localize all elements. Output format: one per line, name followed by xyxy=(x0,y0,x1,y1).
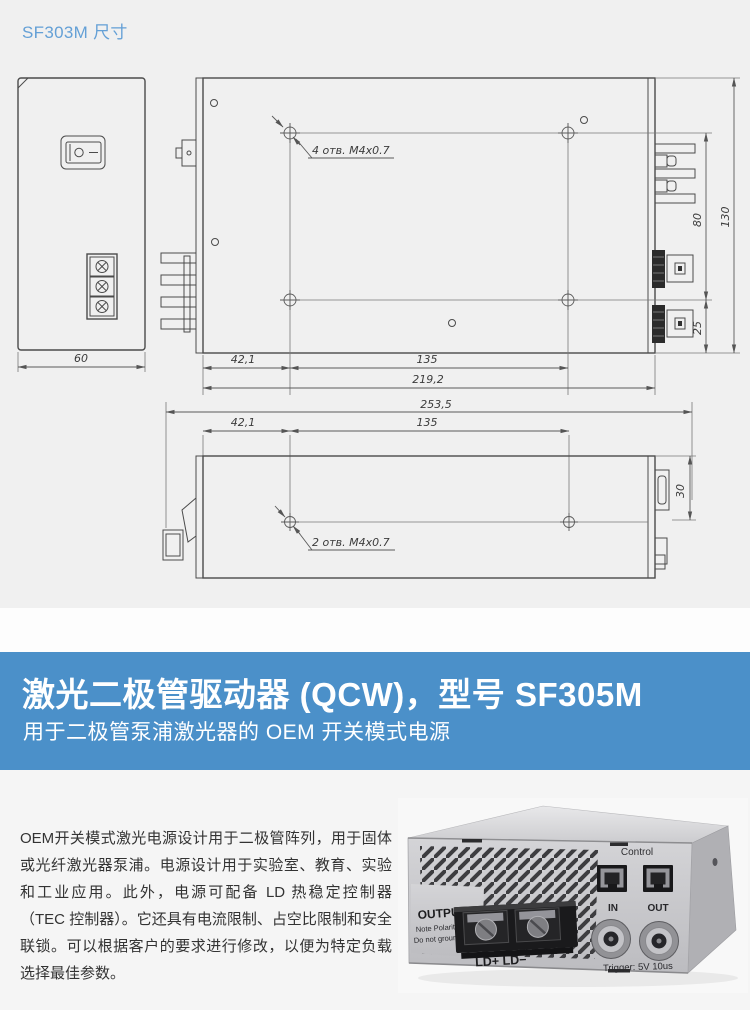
dim-top-offset-x: 42,1 xyxy=(231,353,256,366)
top-bottom-dimensions: 42,1 135 219,2 xyxy=(202,353,656,395)
dim-side-offset-x: 42,1 xyxy=(231,416,256,429)
do-not-ground-label: Do not groun xyxy=(414,933,458,945)
bnc-connector-top-1 xyxy=(652,250,694,288)
side-top-dimensions: 42,1 135 xyxy=(202,416,570,516)
side-view: 253,5 42,1 135 xyxy=(162,398,696,579)
side-panel-height-dimension: 30 xyxy=(655,455,696,521)
photo-shadow xyxy=(418,969,738,987)
product-description: OEM开关模式激光电源设计用于二极管阵列，用于固体或光纤激光器泵浦。电源设计用于… xyxy=(20,830,392,982)
terminal-block-front xyxy=(86,253,118,320)
side-mounting-holes: 2 отв. M4x0.7 xyxy=(274,505,648,551)
bnc-out-connector xyxy=(639,921,679,961)
chassis-top-seam xyxy=(407,837,693,844)
top-hole-note-text: 4 отв. M4x0.7 xyxy=(312,144,390,157)
side-total-dimension: 253,5 xyxy=(165,398,693,528)
top-right-connectors xyxy=(652,143,696,343)
ld-terminal-block xyxy=(453,900,578,959)
front-view: 60 xyxy=(17,77,146,372)
panel-latch-slots xyxy=(462,839,718,973)
side-left-protrusions xyxy=(162,496,197,561)
control-label: Control xyxy=(621,847,653,858)
front-width-dimension: 60 xyxy=(17,352,146,372)
page-title: SF303M 尺寸 xyxy=(22,23,128,42)
chassis-bottom-seam xyxy=(408,962,689,974)
dim-height: 130 xyxy=(719,207,732,228)
dim-hole-pitch-y: 80 xyxy=(691,213,704,227)
ld-terminal-label: LD+ LD− xyxy=(475,953,527,970)
dimensions-section: SF303M 尺寸 xyxy=(17,23,740,579)
top-right-dimensions: 80 25 130 xyxy=(648,77,740,354)
top-view: 4 отв. M4x0.7 xyxy=(160,77,740,395)
control-port-2 xyxy=(643,865,673,892)
bnc-connector-top-2 xyxy=(652,305,694,343)
product-photo: OUTPUT Note Polarity Do not groun LD+ LD… xyxy=(398,798,748,993)
top-hole-note: 4 отв. M4x0.7 xyxy=(271,115,394,159)
panel-holes xyxy=(210,99,588,327)
dim-offset-bottom: 25 xyxy=(691,321,704,335)
product-title: 激光二极管驱动器 (QCW)，型号 SF305M xyxy=(22,676,643,713)
dim-total-length: 253,5 xyxy=(420,398,452,411)
dim-front-width: 60 xyxy=(74,352,88,365)
info-section: OEM开关模式激光电源设计用于二极管阵列，用于固体或光纤激光器泵浦。电源设计用于… xyxy=(0,770,750,1010)
mounting-holes xyxy=(280,123,648,395)
out-label: OUT xyxy=(647,903,668,914)
control-port-1 xyxy=(597,865,627,892)
dim-panel-height: 30 xyxy=(674,484,687,498)
power-switch-front xyxy=(60,135,106,170)
side-hole-note-text: 2 отв. M4x0.7 xyxy=(312,536,390,549)
section-divider xyxy=(0,608,750,652)
dimension-drawing: 60 xyxy=(17,77,740,579)
product-banner: 激光二极管驱动器 (QCW)，型号 SF305M 用于二极管泵浦激光器的 OEM… xyxy=(0,652,750,770)
in-label: IN xyxy=(608,903,618,914)
note-polarity-label: Note Polarity xyxy=(416,922,460,934)
dim-side-hole-pitch-x: 135 xyxy=(417,416,438,429)
dim-body-length: 219,2 xyxy=(412,373,444,386)
dim-top-hole-pitch-x: 135 xyxy=(417,353,438,366)
trigger-label: Trigger: 5V 10us xyxy=(603,961,673,974)
top-left-protrusions xyxy=(160,139,197,333)
product-subtitle: 用于二极管泵浦激光器的 OEM 开关模式电源 xyxy=(23,721,451,744)
bnc-in-connector xyxy=(591,919,631,959)
side-right-connectors xyxy=(654,469,670,570)
